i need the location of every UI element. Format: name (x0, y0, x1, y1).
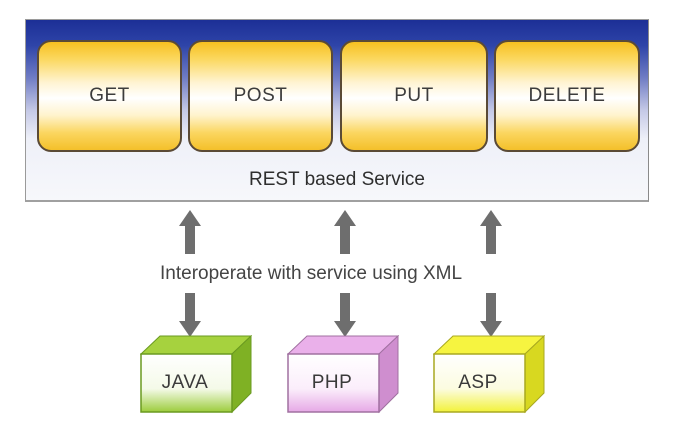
arrow-down-java-icon (179, 293, 201, 337)
client-asp-label: ASP (458, 372, 498, 393)
method-post-label: POST (233, 85, 288, 106)
arrow-down-php-icon (334, 293, 356, 337)
client-php: PHP (287, 335, 399, 415)
method-post: POST (188, 40, 333, 152)
client-php-label: PHP (311, 372, 353, 393)
cube-php-icon (287, 335, 399, 414)
arrow-up-java-icon (179, 210, 201, 254)
method-delete-label: DELETE (528, 85, 606, 106)
cube-asp-icon (433, 335, 545, 414)
arrow-up-asp-icon (480, 210, 502, 254)
service-label: REST based Service (248, 169, 425, 190)
connector-label: Interoperate with service using XML (160, 263, 463, 284)
method-put-label: PUT (394, 85, 434, 106)
method-delete: DELETE (494, 40, 640, 152)
method-get: GET (37, 40, 182, 152)
method-put: PUT (340, 40, 488, 152)
arrow-down-asp-icon (480, 293, 502, 337)
client-asp: ASP (433, 335, 545, 415)
method-get-label: GET (89, 85, 130, 106)
client-java: JAVA (140, 335, 252, 415)
cube-java-icon (140, 335, 252, 414)
client-java-label: JAVA (161, 372, 209, 393)
arrow-up-php-icon (334, 210, 356, 254)
